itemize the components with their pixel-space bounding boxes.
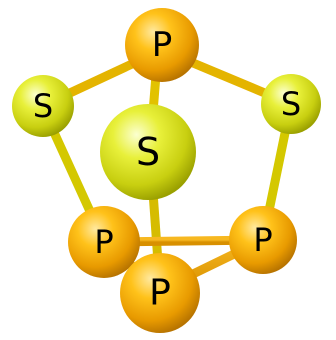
atom-label: S — [33, 87, 53, 125]
atom-s-right: S — [261, 74, 321, 134]
atom-label: P — [253, 221, 272, 259]
atom-label: P — [152, 25, 173, 65]
atom-label: P — [94, 223, 113, 261]
atom-label: S — [281, 85, 301, 123]
atom-p-top: P — [125, 8, 199, 82]
atom-p-left: P — [68, 206, 140, 278]
atom-s-left: S — [12, 75, 74, 137]
atoms: P S S P P S P — [12, 8, 321, 333]
atom-s-center: S — [100, 104, 196, 200]
atom-label: P — [149, 273, 171, 314]
atom-p-right: P — [229, 206, 297, 274]
atom-label: S — [136, 130, 160, 174]
atom-p-bottom: P — [120, 253, 200, 333]
